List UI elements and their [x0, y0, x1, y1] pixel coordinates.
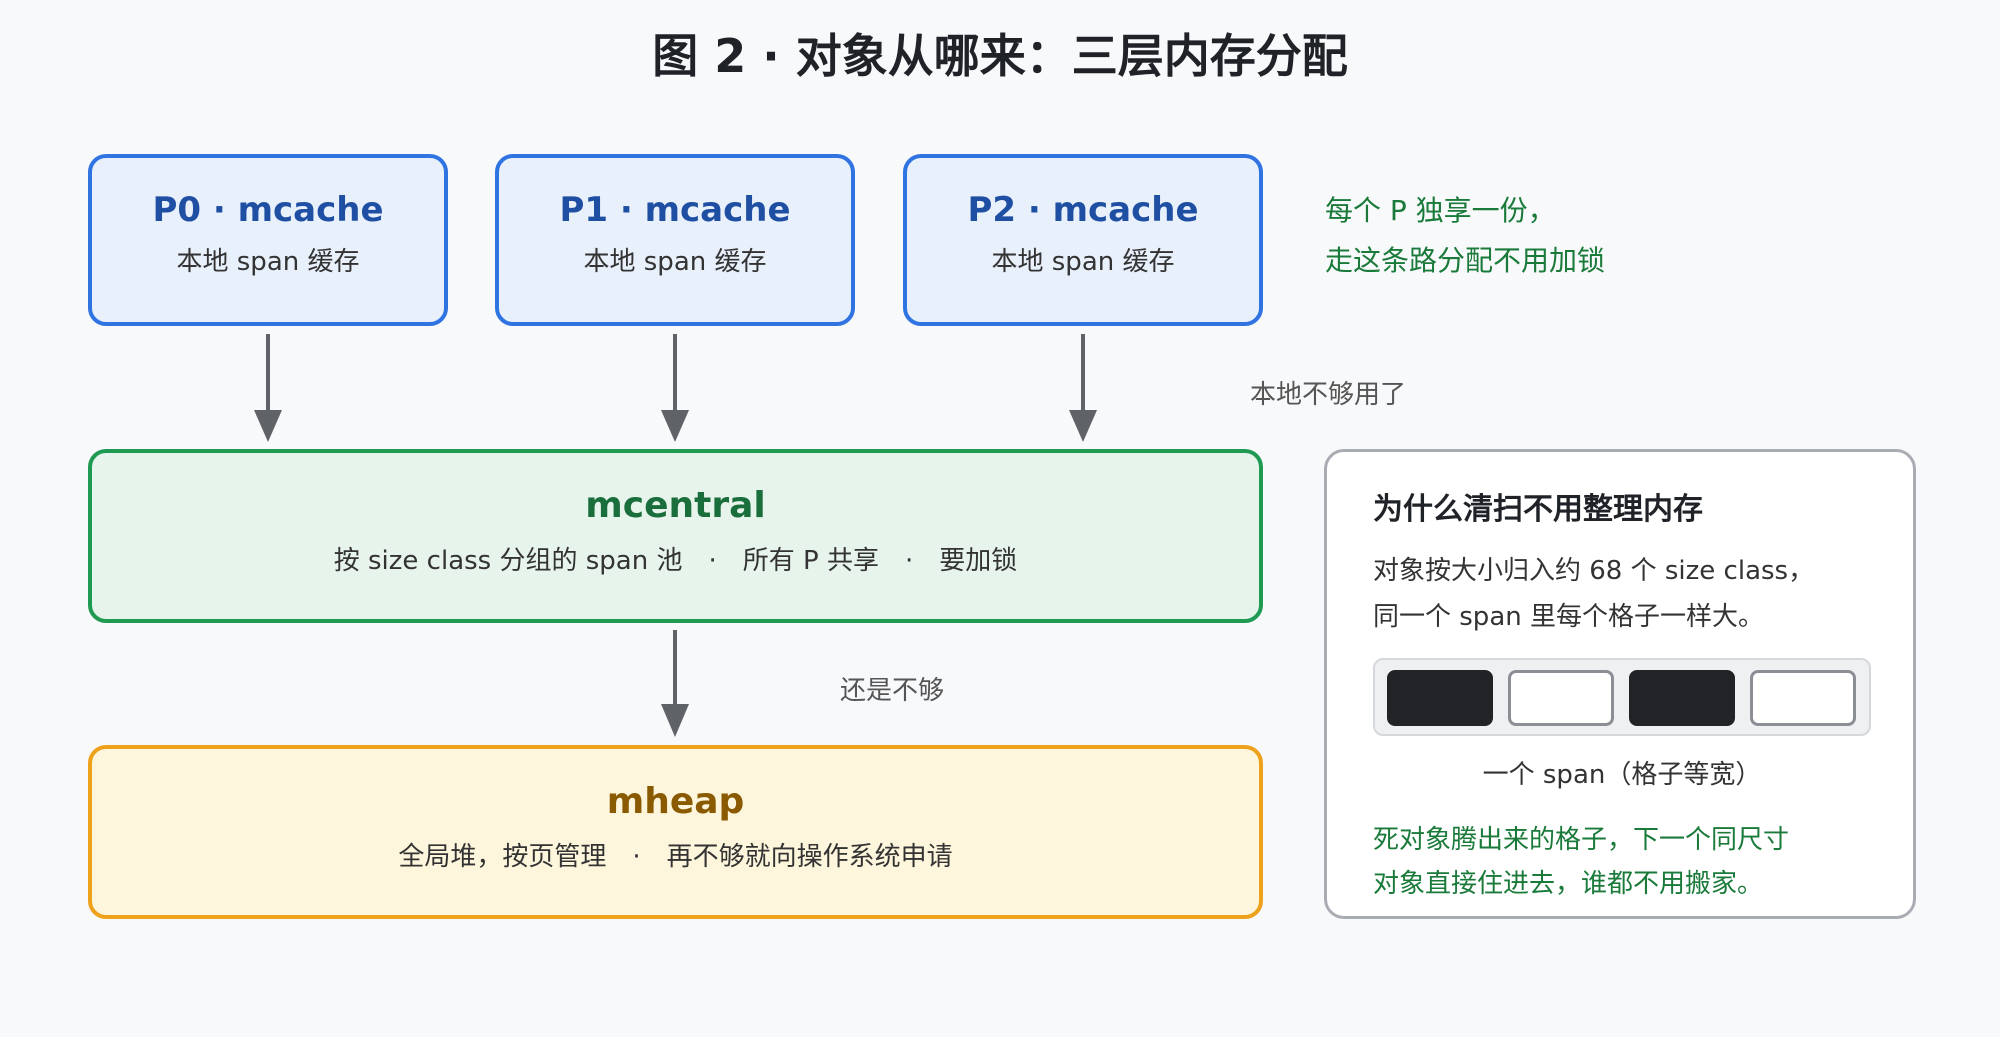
separator-dot: ·: [904, 546, 914, 576]
diagram-title: 图 2 · 对象从哪来：三层内存分配: [652, 29, 1348, 83]
panel-green-note: 死对象腾出来的格子，下一个同尺寸 对象直接住进去，谁都不用搬家。: [1373, 818, 1789, 906]
sweep-explanation-panel: 为什么清扫不用整理内存 对象按大小归入约 68 个 size class， 同一…: [1324, 449, 1916, 919]
arrow-p2-to-mcentral: [1069, 334, 1097, 442]
mheap-desc: 全局堆，按页管理 · 再不够就向操作系统申请: [92, 839, 1259, 875]
separator-dot: ·: [708, 546, 717, 576]
arrow-mcentral-to-mheap: [661, 630, 689, 737]
span-cell-filled: [1629, 670, 1735, 726]
mcache-box-p1: P1 · mcache 本地 span 缓存: [495, 154, 855, 326]
mcache-name: P1 · mcache: [559, 190, 791, 230]
panel-green-line: 死对象腾出来的格子，下一个同尺寸: [1373, 825, 1790, 855]
mcache-note-line: 每个 P 独享一份，: [1325, 194, 1556, 227]
mcentral-desc-part: 要加锁: [939, 546, 1018, 576]
mcache-box-p0: P0 · mcache 本地 span 缓存: [88, 154, 448, 326]
panel-text-line: 同一个 span 里每个格子一样大。: [1373, 602, 1764, 632]
mcache-desc: 本地 span 缓存: [176, 247, 360, 277]
flow-label-local-insufficient: 本地不够用了: [1250, 380, 1407, 410]
mheap-desc-part: 全局堆，按页管理: [398, 842, 607, 872]
mheap-box: mheap 全局堆，按页管理 · 再不够就向操作系统申请: [88, 745, 1263, 919]
mcache-note: 每个 P 独享一份， 走这条路分配不用加锁: [1325, 186, 1605, 286]
mcache-note-line: 走这条路分配不用加锁: [1325, 244, 1606, 277]
panel-title: 为什么清扫不用整理内存: [1373, 492, 1703, 527]
mcentral-desc-part: 所有 P 共享: [742, 546, 879, 576]
panel-text-line: 对象按大小归入约 68 个 size class，: [1373, 556, 1815, 586]
mcentral-box: mcentral 按 size class 分组的 span 池 · 所有 P 共享…: [88, 449, 1263, 623]
arrow-p1-to-mcentral: [661, 334, 689, 442]
mheap-desc-part: 再不够就向操作系统申请: [666, 842, 953, 872]
span-cell-empty: [1508, 670, 1614, 726]
span-illustration: [1373, 658, 1871, 736]
mcache-desc: 本地 span 缓存: [583, 247, 767, 277]
panel-text: 对象按大小归入约 68 个 size class， 同一个 span 里每个格子…: [1373, 548, 1814, 640]
separator-dot: ·: [632, 842, 641, 872]
mcache-name: P0 · mcache: [152, 190, 384, 230]
span-cell-filled: [1387, 670, 1493, 726]
panel-green-line: 对象直接住进去，谁都不用搬家。: [1373, 869, 1764, 899]
mcache-box-p2: P2 · mcache 本地 span 缓存: [903, 154, 1263, 326]
mcentral-name: mcentral: [585, 485, 766, 526]
mcentral-desc: 按 size class 分组的 span 池 · 所有 P 共享 · 要加锁: [92, 543, 1259, 579]
flow-label-still-insufficient: 还是不够: [840, 676, 945, 706]
arrow-p0-to-mcentral: [254, 334, 282, 442]
mcache-desc: 本地 span 缓存: [991, 247, 1175, 277]
mheap-name: mheap: [606, 781, 745, 822]
span-caption: 一个 span（格子等宽）: [1482, 760, 1762, 790]
mcentral-desc-part: 按 size class 分组的 span 池: [333, 546, 683, 576]
mcache-name: P2 · mcache: [967, 190, 1199, 230]
span-cell-empty: [1750, 670, 1856, 726]
